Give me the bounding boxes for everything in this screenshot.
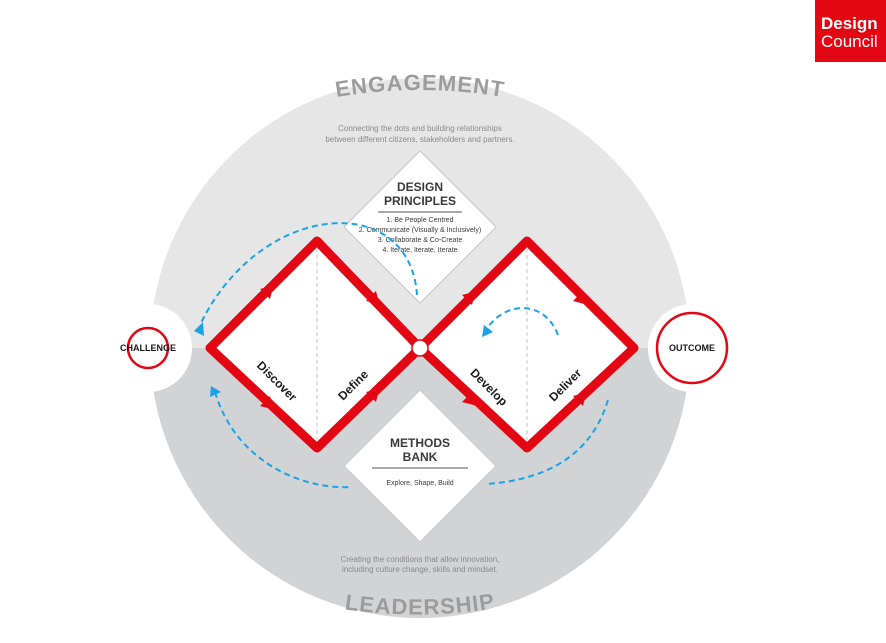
design-principle-item: 1. Be People Centred xyxy=(387,217,454,224)
logo-line-2: Council xyxy=(821,32,878,51)
path-arrowheads xyxy=(260,285,587,410)
loop-bottom-left xyxy=(214,391,353,489)
feedback-loops xyxy=(199,222,609,489)
arrow-develop-up xyxy=(462,291,476,305)
loop-arrowhead xyxy=(482,325,493,337)
methods-bank-title-2: BANK xyxy=(403,450,438,464)
challenge-label: CHALLENGE xyxy=(120,343,176,353)
loop-arrowheads xyxy=(194,322,493,397)
loop-arrowhead xyxy=(210,386,221,397)
leadership-caption-line-2: including culture change, skills and min… xyxy=(342,565,498,574)
arrow-deliver-down xyxy=(573,291,587,305)
arrow-deliver-up xyxy=(573,392,587,406)
design-principles-box xyxy=(343,150,497,304)
outcome-node-bg xyxy=(648,304,736,392)
challenge-node-bg xyxy=(104,304,192,392)
arrow-define-up xyxy=(366,388,380,402)
engagement-caption-line-1: Connecting the dots and building relatio… xyxy=(338,124,502,133)
arrow-discover-down xyxy=(260,396,274,410)
arrow-discover-up xyxy=(260,285,274,299)
outcome-label: OUTCOME xyxy=(669,343,715,353)
outcome-ring xyxy=(655,311,729,385)
challenge-ring xyxy=(126,326,170,370)
loop-develop xyxy=(485,307,559,336)
design-principle-item: 3. Collaborate & Co-Create xyxy=(378,237,463,244)
methods-bank-title-1: METHODS xyxy=(390,436,450,450)
loop-arrowhead xyxy=(194,322,204,336)
loop-bottom-right xyxy=(486,399,609,485)
logo-line-1: Design xyxy=(821,14,878,33)
design-principles-title-2: PRINCIPLES xyxy=(384,194,456,208)
engagement-caption-line-2: between different citizens, stakeholders… xyxy=(325,135,514,144)
design-principles-title-1: DESIGN xyxy=(397,180,443,194)
arrow-develop-down xyxy=(462,392,476,406)
methods-bank-text: Explore, Shape, Build xyxy=(386,480,453,487)
leadership-caption-line-1: Creating the conditions that allow innov… xyxy=(341,555,500,564)
design-council-logo: Design Council xyxy=(815,0,886,62)
methods-bank-box xyxy=(343,389,497,543)
arrow-define-down xyxy=(366,291,380,305)
design-principle-item: 2. Communicate (Visually & Inclusively) xyxy=(359,227,481,234)
design-principle-item: 4. Iterate, Iterate, Iterate xyxy=(382,247,457,254)
second-diamond-outline xyxy=(415,236,639,453)
center-junction xyxy=(411,339,429,357)
